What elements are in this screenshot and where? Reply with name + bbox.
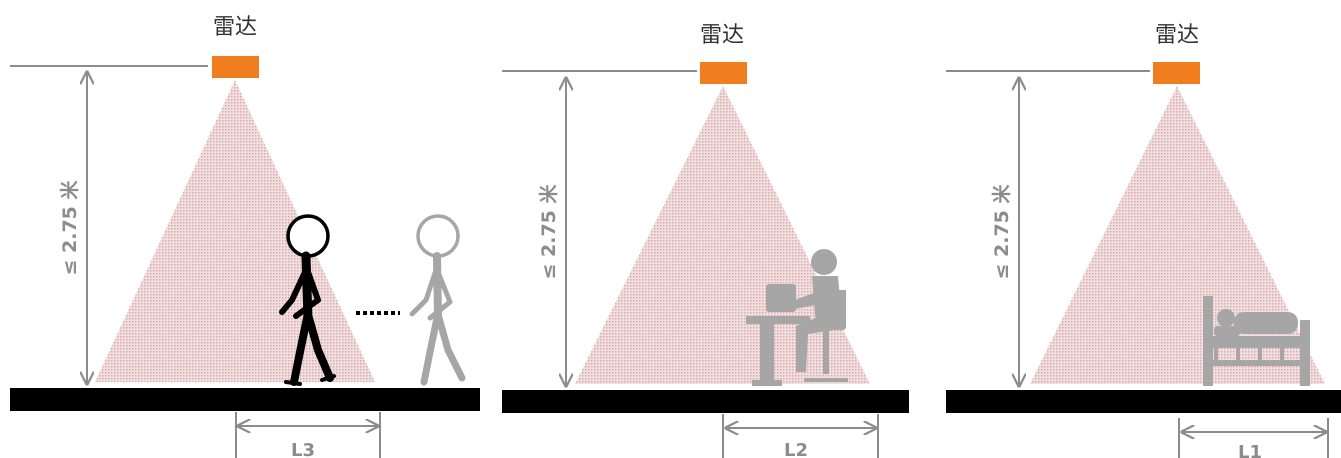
detection-beam xyxy=(1030,86,1325,384)
height-label: ≤ 2.75 米 xyxy=(58,179,81,275)
height-label: ≤ 2.75 米 xyxy=(537,183,560,279)
panel-walking: 雷达 ≤ 2.75 米 L3 xyxy=(10,15,480,458)
panel-sitting: 雷达 ≤ 2.75 米 L2 xyxy=(502,23,909,458)
walking-person xyxy=(279,214,336,386)
floor xyxy=(10,388,480,411)
lying-person xyxy=(1203,296,1310,386)
range-label: L2 xyxy=(784,440,808,458)
radar-label: 雷达 xyxy=(1155,23,1199,48)
range-label: L1 xyxy=(1238,442,1262,458)
range-label: L3 xyxy=(291,440,315,458)
walking-person-ghost xyxy=(409,214,466,386)
radar-sensor xyxy=(212,56,259,78)
panel-lying: 雷达 ≤ 2.75 米 L1 xyxy=(946,23,1341,458)
floor xyxy=(502,390,909,413)
radar-label: 雷达 xyxy=(213,15,257,40)
radar-sensor xyxy=(1153,62,1200,84)
radar-sensor xyxy=(700,62,747,84)
radar-label: 雷达 xyxy=(700,23,744,48)
floor xyxy=(946,390,1341,413)
sitting-person xyxy=(746,249,848,386)
height-label: ≤ 2.75 米 xyxy=(990,183,1013,279)
detection-beam xyxy=(95,80,375,382)
detection-beam xyxy=(575,86,870,384)
